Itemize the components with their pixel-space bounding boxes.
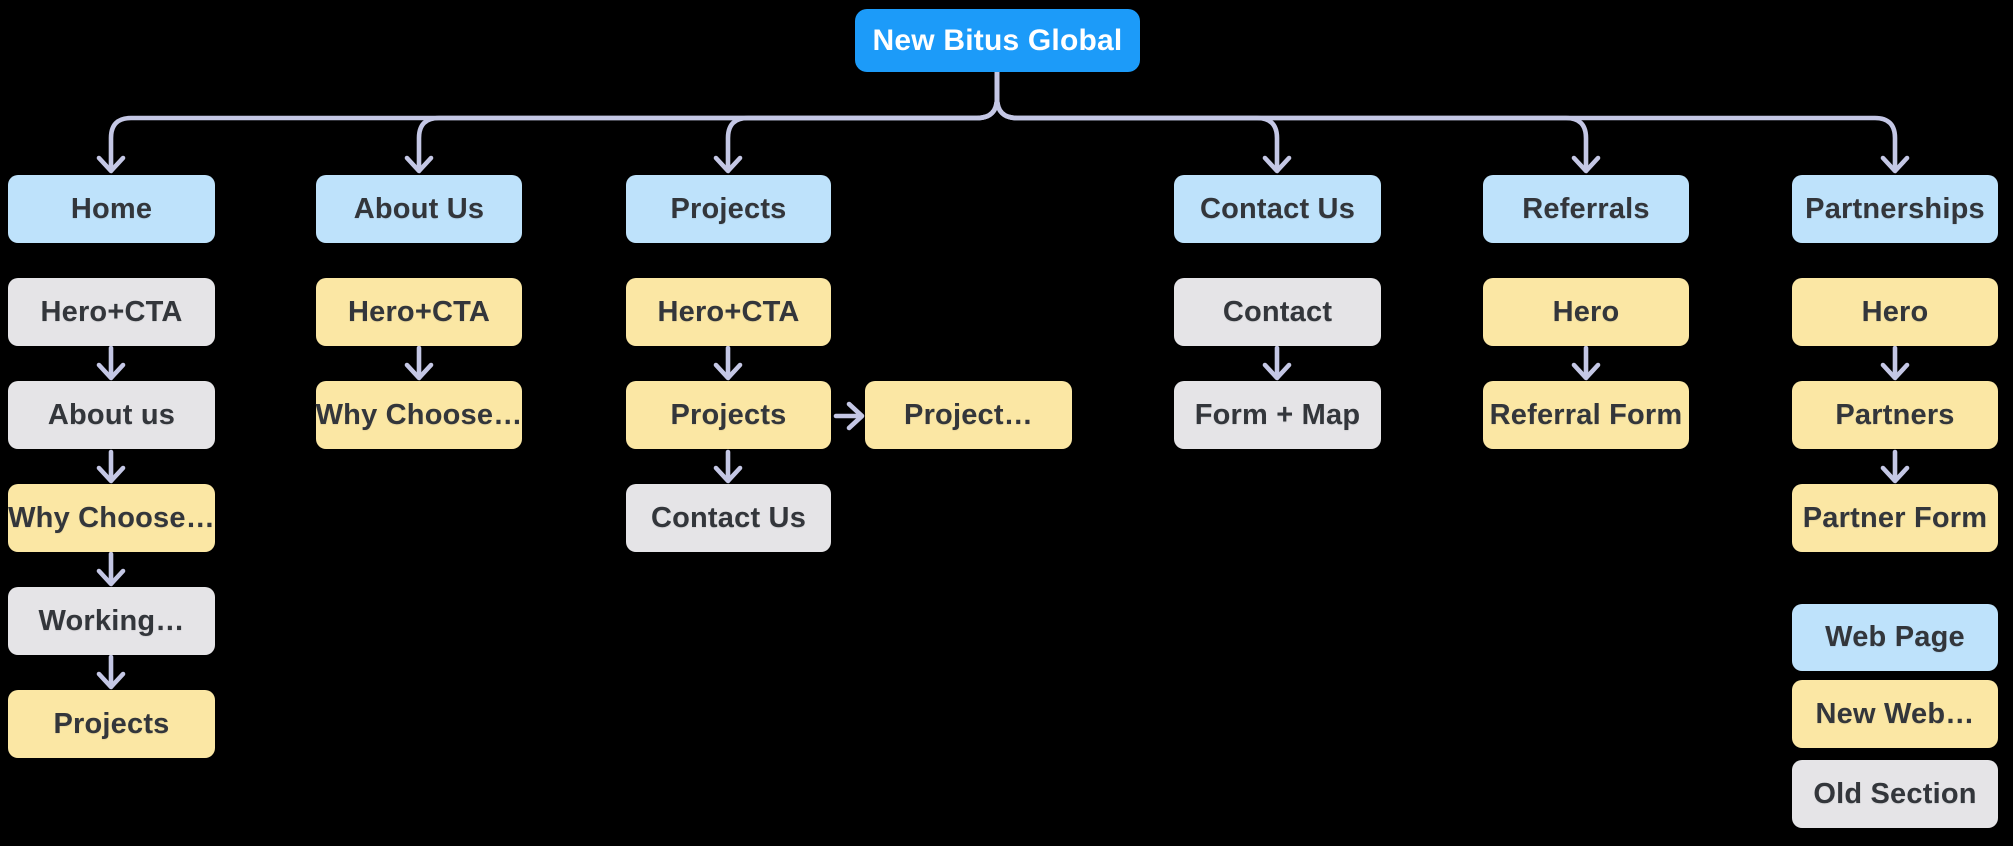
- node-home-why-choose[interactable]: Why Choose…: [8, 484, 215, 552]
- node-home-projects[interactable]: Projects: [8, 690, 215, 758]
- node-label: Contact Us: [650, 501, 807, 534]
- node-label: Partner Form: [1802, 501, 1988, 534]
- arrowhead-projects: [713, 155, 743, 174]
- node-label: Old Section: [1813, 777, 1977, 810]
- node-label: Form + Map: [1194, 398, 1361, 431]
- flow-arrowhead: [96, 568, 126, 587]
- node-referrals-form[interactable]: Referral Form: [1483, 381, 1689, 449]
- node-label: Hero: [1552, 295, 1620, 328]
- node-label: Projects: [53, 707, 170, 740]
- node-home[interactable]: Home: [8, 175, 215, 243]
- node-home-about-us[interactable]: About us: [8, 381, 215, 449]
- node-label: Projects: [670, 192, 787, 225]
- node-label: Contact: [1222, 295, 1333, 328]
- node-label: Projects: [670, 398, 787, 431]
- node-partnerships-form[interactable]: Partner Form: [1792, 484, 1998, 552]
- flow-arrowhead: [96, 465, 126, 484]
- node-home-hero-cta[interactable]: Hero+CTA: [8, 278, 215, 346]
- flow-arrowhead: [1880, 362, 1910, 381]
- node-partnerships-partners[interactable]: Partners: [1792, 381, 1998, 449]
- flow-arrowhead: [1571, 362, 1601, 381]
- edge-root-to-partnerships: [994, 69, 1898, 171]
- node-contact-form-map[interactable]: Form + Map: [1174, 381, 1381, 449]
- flow-arrowhead: [1880, 465, 1910, 484]
- flow-arrowhead: [713, 465, 743, 484]
- side-arrowhead: [846, 401, 865, 431]
- arrowhead-partnerships: [1880, 155, 1910, 174]
- flow-arrowhead: [96, 671, 126, 690]
- node-legend-web-page[interactable]: Web Page: [1792, 604, 1998, 671]
- node-label: Referrals: [1522, 192, 1650, 225]
- node-label: Referral Form: [1489, 398, 1683, 431]
- node-label: Why Choose…: [8, 501, 215, 534]
- node-projects[interactable]: Projects: [626, 175, 831, 243]
- node-projects-detail[interactable]: Project…: [865, 381, 1072, 449]
- node-label: Partners: [1835, 398, 1955, 431]
- node-label: About Us: [353, 192, 485, 225]
- node-contact-us[interactable]: Contact Us: [1174, 175, 1381, 243]
- flow-arrowhead: [96, 362, 126, 381]
- node-about-why-choose[interactable]: Why Choose…: [316, 381, 522, 449]
- node-label: Hero+CTA: [40, 295, 183, 328]
- flow-arrowhead: [404, 362, 434, 381]
- node-label: Project…: [904, 398, 1033, 431]
- arrowhead-referrals: [1571, 155, 1601, 174]
- node-label: Hero+CTA: [657, 295, 800, 328]
- arrowhead-about-us: [404, 155, 434, 174]
- node-about-hero-cta[interactable]: Hero+CTA: [316, 278, 522, 346]
- node-projects-contact-us[interactable]: Contact Us: [626, 484, 831, 552]
- node-referrals[interactable]: Referrals: [1483, 175, 1689, 243]
- node-legend-old-section[interactable]: Old Section: [1792, 760, 1998, 828]
- node-label: About us: [47, 398, 176, 431]
- node-label: Hero+CTA: [347, 295, 491, 328]
- node-label: Partnerships: [1805, 192, 1985, 225]
- node-label: Contact Us: [1199, 192, 1356, 225]
- edge-root-to-projects: [725, 69, 1000, 171]
- arrowhead-home: [96, 155, 126, 174]
- node-label: Working…: [38, 604, 185, 637]
- node-label: Hero: [1861, 295, 1929, 328]
- node-label: New Web…: [1815, 697, 1975, 730]
- node-label: Home: [70, 192, 153, 225]
- node-partnerships[interactable]: Partnerships: [1792, 175, 1998, 243]
- node-label: Web Page: [1825, 621, 1965, 653]
- node-legend-new-web[interactable]: New Web…: [1792, 680, 1998, 748]
- root-node[interactable]: New Bitus Global: [855, 9, 1140, 72]
- node-label: New Bitus Global: [872, 23, 1123, 57]
- node-projects-hero-cta[interactable]: Hero+CTA: [626, 278, 831, 346]
- arrowhead-contact-us: [1262, 155, 1292, 174]
- node-referrals-hero[interactable]: Hero: [1483, 278, 1689, 346]
- flow-arrowhead: [1262, 362, 1292, 381]
- flow-arrowhead: [713, 362, 743, 381]
- node-projects-projects[interactable]: Projects: [626, 381, 831, 449]
- node-label: Why Choose…: [315, 398, 523, 431]
- node-partnerships-hero[interactable]: Hero: [1792, 278, 1998, 346]
- node-about-us[interactable]: About Us: [316, 175, 522, 243]
- node-contact-contact[interactable]: Contact: [1174, 278, 1381, 346]
- node-home-working[interactable]: Working…: [8, 587, 215, 655]
